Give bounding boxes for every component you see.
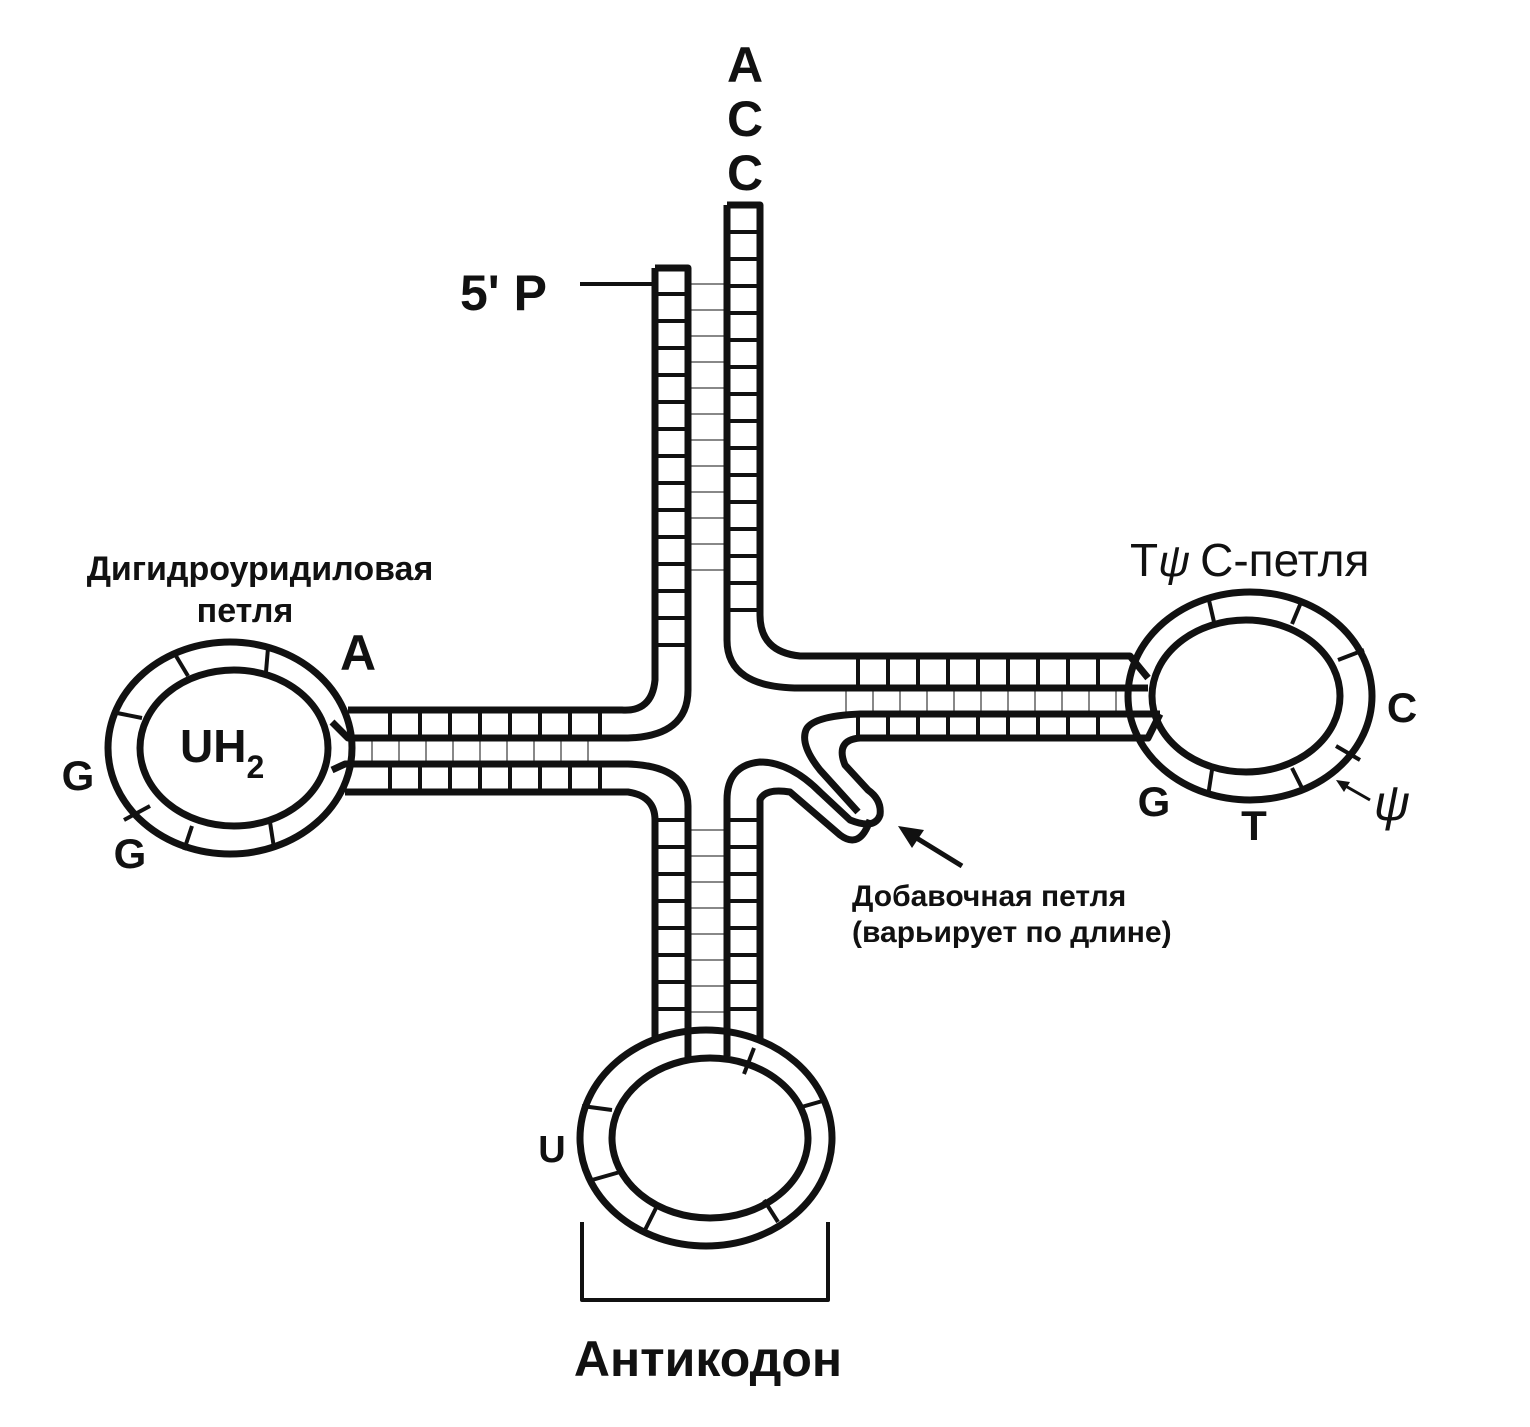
psi-arrow: [1336, 780, 1371, 802]
acceptor-base-a: A: [727, 37, 763, 93]
anticodon-stem-pairs: [688, 829, 727, 1013]
acceptor-right-ticks: [727, 230, 760, 612]
t-arm-pairs: [845, 688, 1117, 714]
d-arm-pairs: [371, 738, 589, 764]
acceptor-left-ticks: [655, 292, 688, 647]
acceptor-base-c2: C: [727, 145, 763, 201]
d-loop-title-line1: Дигидроуридиловая: [87, 550, 434, 588]
d-arm-lower-strand: [330, 760, 692, 1058]
t-loop-title-rest: C-петля: [1200, 534, 1369, 586]
acceptor-stem-5prime-strand: [329, 264, 692, 742]
acceptor-pairs: [688, 283, 727, 571]
acceptor-stem-3prime-strand: [723, 201, 1151, 692]
anticodon-bracket: [580, 1222, 830, 1302]
anticodon-base-u: U: [538, 1129, 565, 1171]
d-loop: [104, 638, 356, 858]
variable-loop-label-line1: Добавочная петля: [852, 880, 1126, 913]
t-arm-ticks: [856, 656, 1100, 738]
t-loop-base-g: G: [1138, 778, 1171, 825]
variable-loop-label-line2: (варьирует по длине): [852, 916, 1172, 949]
anticodon-stem-right-strand: [723, 712, 1164, 1056]
t-loop-title-t: T: [1130, 534, 1158, 586]
d-arm-ticks: [388, 710, 602, 792]
d-loop-base-a: A: [340, 625, 376, 681]
d-loop-title-line2: петля: [197, 592, 294, 630]
t-loop-title-psi: ψ: [1158, 537, 1190, 586]
t-loop-psi-mark: ψ: [1374, 775, 1410, 831]
d-loop-base-g1: G: [62, 752, 95, 799]
t-loop: [1124, 588, 1376, 804]
five-prime-label: 5' P: [460, 265, 547, 321]
t-loop-base-t: T: [1241, 802, 1267, 849]
variable-loop-strand: [801, 710, 1160, 815]
d-loop-inner-sub: 2: [246, 749, 264, 785]
anticodon-stem-ticks: [655, 818, 760, 1011]
d-loop-inner-label: UH2: [180, 720, 264, 785]
t-loop-base-c: C: [1387, 684, 1417, 731]
variable-loop-arrow: [898, 826, 964, 869]
acceptor-base-c1: C: [727, 91, 763, 147]
anticodon-label: Антикодон: [574, 1331, 842, 1387]
anticodon-loop: [576, 1026, 836, 1250]
d-loop-base-g2: G: [114, 830, 147, 877]
d-loop-inner-uh: UH: [180, 720, 246, 772]
